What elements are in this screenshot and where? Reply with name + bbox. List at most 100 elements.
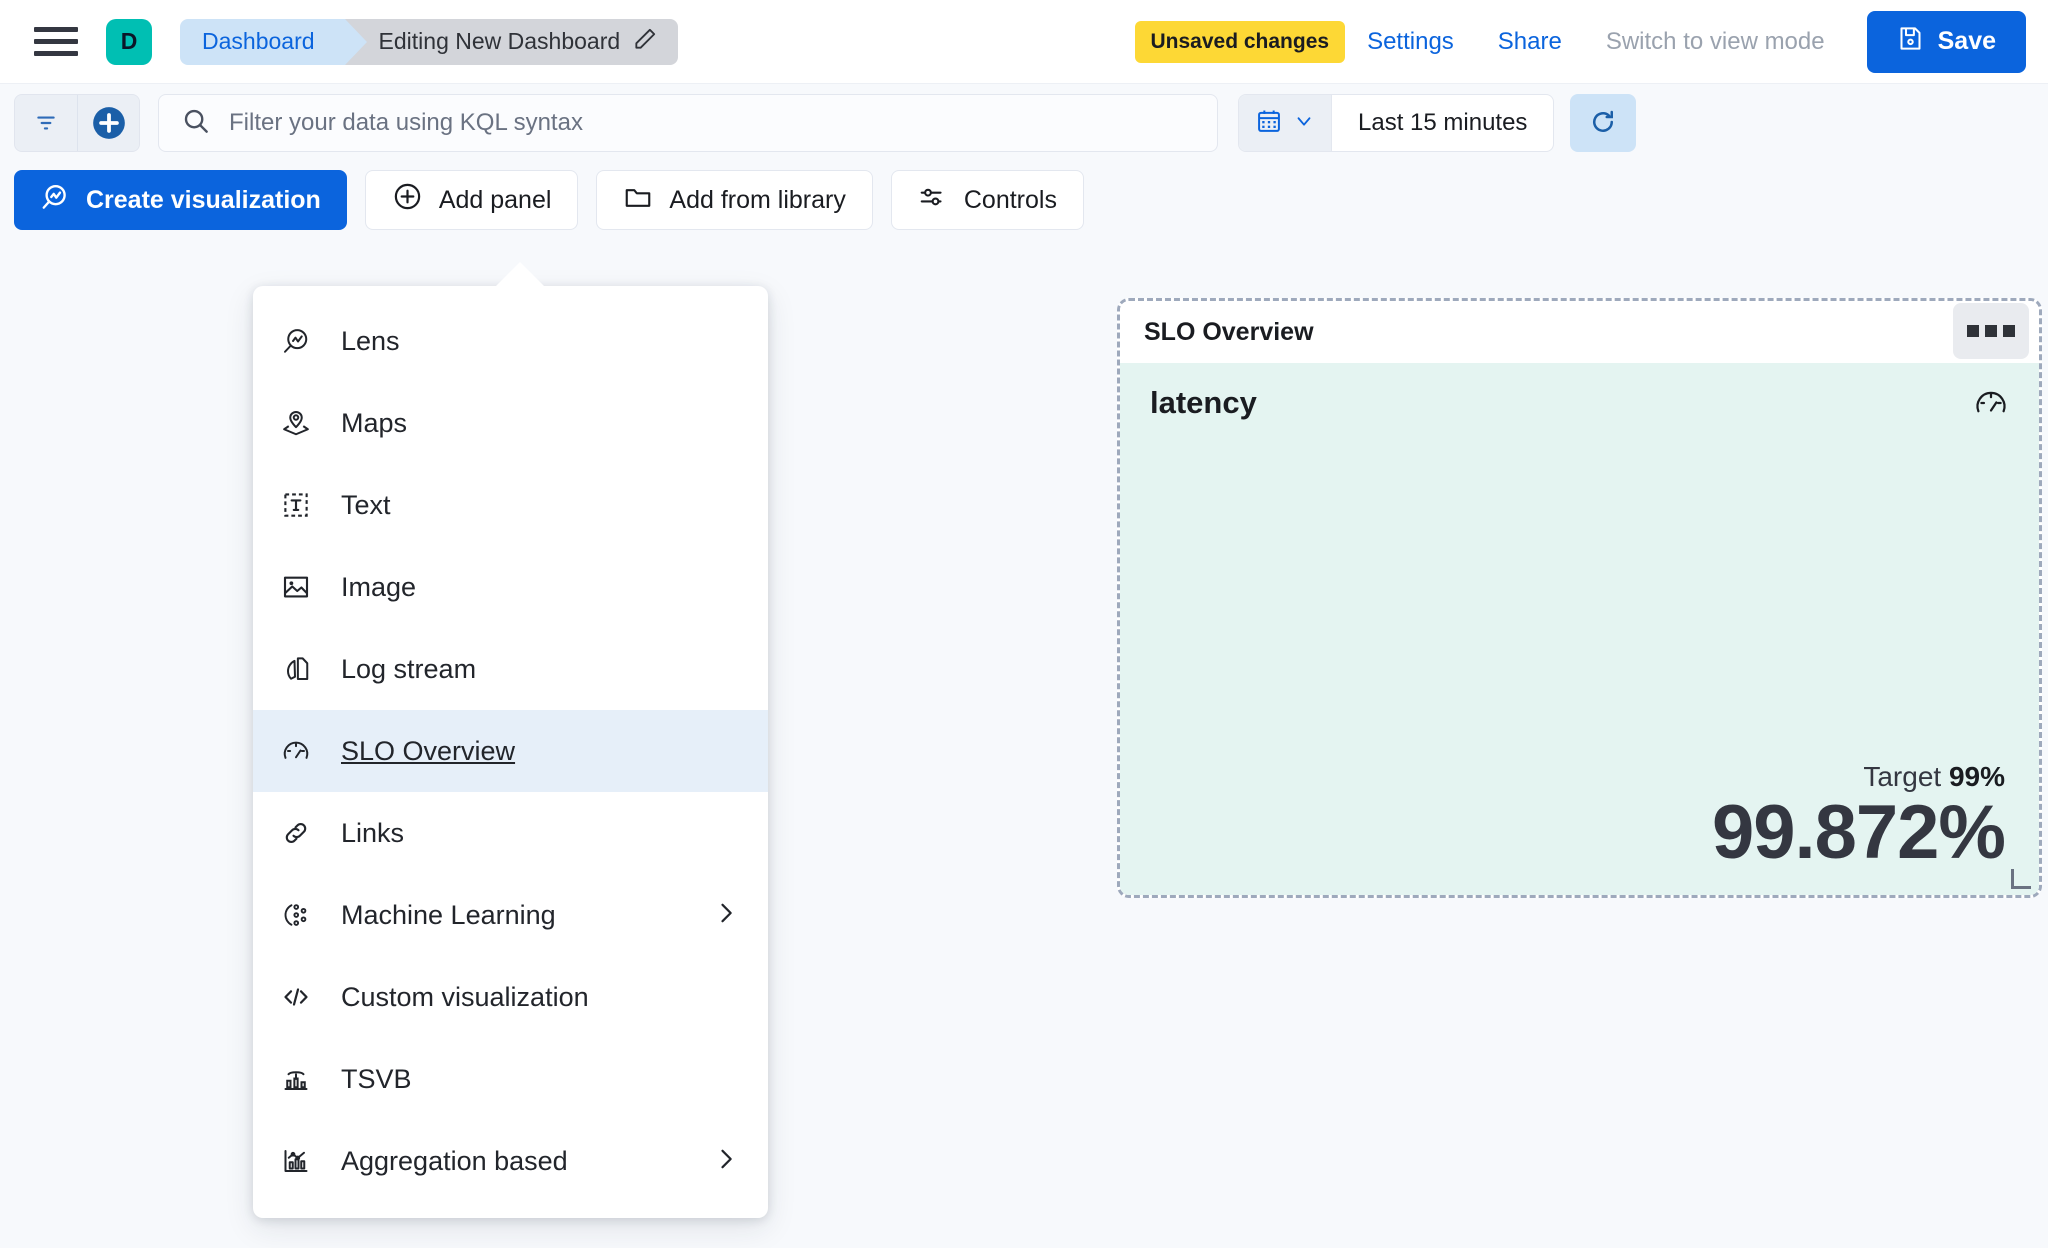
panel-context-menu-button[interactable] — [1953, 303, 2029, 359]
hamburger-bar — [34, 51, 78, 56]
slo-overview-panel[interactable]: SLO Overview latency Target 99% 99.872% — [1117, 298, 2042, 898]
app-header: D Dashboard Editing New Dashboard Unsave… — [0, 0, 2048, 84]
date-range-picker: Last 15 minutes — [1238, 94, 1555, 152]
slo-metrics: Target 99% 99.872% — [1711, 761, 2006, 875]
map-marker-layers-icon — [281, 408, 311, 438]
sliders-icon — [918, 182, 948, 219]
menu-item-maps[interactable]: Maps — [253, 382, 768, 464]
filter-funnel-icon[interactable] — [15, 95, 77, 151]
log-stream-icon — [281, 654, 311, 684]
menu-item-machine-learning[interactable]: Machine Learning — [253, 874, 768, 956]
ellipsis-dot — [1985, 325, 1997, 337]
ellipsis-dot — [2003, 325, 2015, 337]
menu-item-links[interactable]: Links — [253, 792, 768, 874]
search-input[interactable]: Filter your data using KQL syntax — [158, 94, 1218, 152]
controls-label: Controls — [963, 185, 1057, 214]
menu-item-aggregation-based[interactable]: Aggregation based — [253, 1120, 768, 1202]
filter-controls-group — [14, 94, 140, 152]
menu-item-image[interactable]: Image — [253, 546, 768, 628]
date-quick-select-button[interactable] — [1239, 95, 1332, 151]
breadcrumb-item-editing[interactable]: Editing New Dashboard — [344, 18, 679, 65]
text-box-icon — [281, 490, 311, 520]
menu-item-log-stream[interactable]: Log stream — [253, 628, 768, 710]
calendar-icon — [1255, 107, 1283, 140]
panel-title: SLO Overview — [1144, 317, 1314, 346]
menu-item-label: Links — [341, 817, 405, 848]
add-filter-button[interactable] — [77, 95, 139, 151]
circle-plus-outline-icon — [392, 181, 423, 219]
add-panel-menu: Lens Maps Text Image — [253, 286, 768, 1218]
slo-target-label: Target — [1863, 761, 1942, 792]
status-badge-unsaved[interactable]: Unsaved changes — [1134, 20, 1346, 63]
breadcrumb: Dashboard Editing New Dashboard — [180, 18, 679, 65]
gauge-icon — [1973, 385, 2009, 426]
menu-item-slo-overview[interactable]: SLO Overview — [253, 710, 768, 792]
menu-item-label: TSVB — [341, 1063, 412, 1094]
slo-sli-value: 99.872% — [1711, 790, 2006, 875]
code-brackets-icon — [281, 982, 311, 1012]
resize-corner-icon[interactable] — [2011, 869, 2031, 889]
machine-learning-icon — [281, 900, 311, 930]
gauge-icon — [281, 736, 311, 766]
aggregation-chart-icon — [281, 1146, 311, 1176]
panel-body: latency Target 99% 99.872% — [1120, 363, 2039, 895]
menu-item-custom-visualization[interactable]: Custom visualization — [253, 956, 768, 1038]
hamburger-bar — [34, 39, 78, 44]
lens-icon — [40, 182, 70, 219]
switch-to-view-mode-link[interactable]: Switch to view mode — [1605, 27, 1825, 55]
panel-header: SLO Overview — [1120, 301, 2039, 363]
menu-item-label: Machine Learning — [341, 899, 556, 930]
menu-caret — [494, 262, 546, 288]
menu-item-label: Image — [341, 571, 417, 602]
slo-target: Target 99% — [1712, 761, 2005, 793]
menu-item-label: Custom visualization — [341, 981, 589, 1012]
menu-item-tsvb[interactable]: TSVB — [253, 1038, 768, 1120]
add-panel-button[interactable]: Add panel — [364, 170, 579, 230]
link-chain-icon — [281, 818, 311, 848]
query-bar: Filter your data using KQL syntax — [0, 84, 2048, 162]
search-input-placeholder: Filter your data using KQL syntax — [229, 109, 583, 136]
menu-item-text[interactable]: Text — [253, 464, 768, 546]
hamburger-menu-icon[interactable] — [34, 24, 78, 60]
space-avatar[interactable]: D — [106, 18, 152, 65]
folder-icon — [623, 182, 653, 219]
save-disk-icon — [1897, 25, 1924, 59]
refresh-button[interactable] — [1570, 94, 1637, 152]
create-visualization-label: Create visualization — [86, 185, 321, 214]
settings-link[interactable]: Settings — [1367, 27, 1454, 55]
pencil-icon[interactable] — [632, 26, 658, 58]
lens-icon — [281, 326, 311, 356]
chevron-right-icon — [712, 899, 740, 932]
breadcrumb-label: Dashboard — [202, 28, 315, 54]
create-visualization-button[interactable]: Create visualization — [14, 170, 347, 230]
breadcrumb-label: Editing New Dashboard — [378, 28, 621, 54]
add-from-library-button[interactable]: Add from library — [596, 170, 873, 230]
menu-item-label: Aggregation based — [341, 1145, 568, 1176]
dashboard-toolbar: Create visualization Add panel Add from … — [0, 162, 2048, 238]
header-actions: Unsaved changes Settings Share Switch to… — [1134, 10, 2048, 73]
menu-item-label: Lens — [341, 325, 400, 356]
image-icon — [281, 572, 311, 602]
save-button-label: Save — [1937, 27, 1996, 55]
slo-name: latency — [1150, 385, 1257, 420]
chevron-down-icon — [1293, 110, 1315, 137]
add-panel-label: Add panel — [438, 185, 552, 214]
date-range-value[interactable]: Last 15 minutes — [1358, 109, 1528, 136]
search-icon — [181, 106, 211, 141]
controls-button[interactable]: Controls — [890, 170, 1084, 230]
menu-item-label: Maps — [341, 407, 408, 438]
save-button[interactable]: Save — [1866, 10, 2026, 73]
menu-item-label: SLO Overview — [341, 735, 516, 766]
share-link[interactable]: Share — [1497, 27, 1562, 55]
tsvb-chart-icon — [281, 1064, 311, 1094]
add-from-library-label: Add from library — [669, 185, 846, 214]
breadcrumb-item-dashboard[interactable]: Dashboard — [180, 18, 367, 65]
menu-item-lens[interactable]: Lens — [253, 300, 768, 382]
hamburger-bar — [34, 27, 78, 32]
menu-item-label: Log stream — [341, 653, 477, 684]
ellipsis-dot — [1967, 325, 1979, 337]
menu-item-label: Text — [341, 489, 391, 520]
refresh-icon — [1588, 107, 1618, 140]
chevron-right-icon — [712, 1145, 740, 1178]
slo-target-value: 99% — [1948, 761, 2005, 792]
